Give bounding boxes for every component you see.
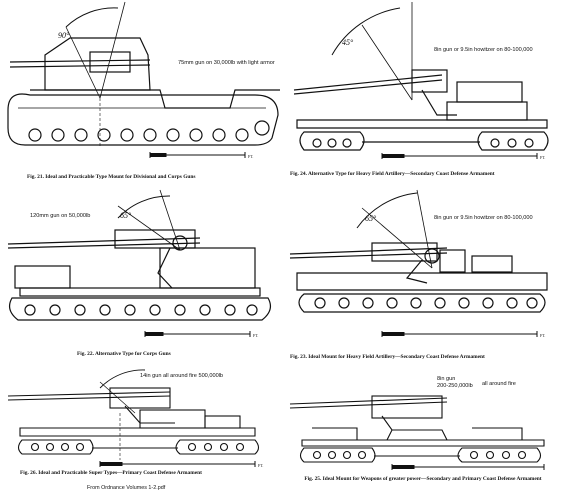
figure-23: 65° FT. 8in gun or 9.5in howitzer bbox=[282, 188, 563, 366]
fig21-scale: FT. bbox=[149, 152, 253, 159]
svg-text:FT.: FT. bbox=[248, 154, 253, 159]
fig22-note: 120mm gun on 50,000lb bbox=[30, 213, 91, 219]
svg-text:FT.: FT. bbox=[540, 333, 545, 338]
figure-26: FT. 14in gun all around fire 500,000lb F… bbox=[0, 368, 282, 500]
svg-text:FT.: FT. bbox=[258, 463, 263, 468]
fig23-scale: FT. bbox=[381, 331, 545, 338]
fig26-drawing: FT. bbox=[7, 369, 263, 468]
fig25-scale bbox=[391, 464, 545, 470]
fig22-drawing: 65° FT. bbox=[7, 189, 272, 338]
fig21-caption: Fig. 21. Ideal and Practicable Type Moun… bbox=[27, 174, 196, 180]
fig23-drawing: 65° FT. bbox=[289, 189, 548, 338]
fig21-drawing: 90° FT. bbox=[7, 1, 280, 159]
fig24-note: 8in gun or 9.5in howitzer on 80-100,000 bbox=[434, 47, 533, 53]
figure-21: 90° FT. 75mm gun on 30 bbox=[0, 0, 282, 185]
fig25-drawing bbox=[289, 395, 545, 470]
fig25-caption: Fig. 25. Ideal Mount for Weapons of grea… bbox=[304, 476, 542, 482]
fig23-angle-label: 65° bbox=[365, 214, 377, 223]
fig26-caption: Fig. 26. Ideal and Practicable Super Typ… bbox=[20, 470, 202, 476]
fig22-angle-label: 65° bbox=[120, 211, 132, 220]
figure-22: 65° FT. 120mm gun on 50,000lb Fi bbox=[0, 188, 282, 366]
fig26-note: 14in gun all around fire 500,000lb bbox=[140, 373, 224, 379]
fig22-scale: FT. bbox=[144, 331, 258, 338]
fig22-caption: Fig. 22. Alternative Type for Corps Guns bbox=[77, 351, 171, 357]
fig23-caption: Fig. 23. Ideal Mount for Heavy Field Art… bbox=[290, 354, 485, 360]
fig24-drawing: 45° FT. bbox=[293, 2, 549, 160]
fig24-angle-label: 45° bbox=[342, 38, 354, 47]
fig25-note-weight: 200-250,000lb bbox=[437, 383, 473, 389]
fig21-angle-label: 90° bbox=[58, 31, 70, 40]
figure-25: 8in gun 200-250,000lb all around fire Fi… bbox=[282, 368, 563, 500]
svg-text:FT.: FT. bbox=[253, 333, 258, 338]
fig26-scale: FT. bbox=[99, 461, 263, 468]
fig25-note-fire: all around fire bbox=[482, 381, 516, 387]
svg-text:FT.: FT. bbox=[540, 155, 545, 160]
fig25-note-gun: 8in gun bbox=[437, 376, 456, 382]
fig23-note: 8in gun or 9.5in howitzer on 80-100,000 bbox=[434, 215, 533, 221]
figure-24: 45° FT. 8in gun or 9.5in howitzer bbox=[282, 0, 563, 185]
source-credit: From Ordnance Volumes 1-2.pdf bbox=[87, 485, 166, 491]
fig21-note: 75mm gun on 30,000lb with light armor bbox=[178, 60, 275, 66]
fig24-caption: Fig. 24. Alternative Type for Heavy Fiel… bbox=[290, 171, 495, 177]
fig24-scale: FT. bbox=[381, 153, 545, 160]
